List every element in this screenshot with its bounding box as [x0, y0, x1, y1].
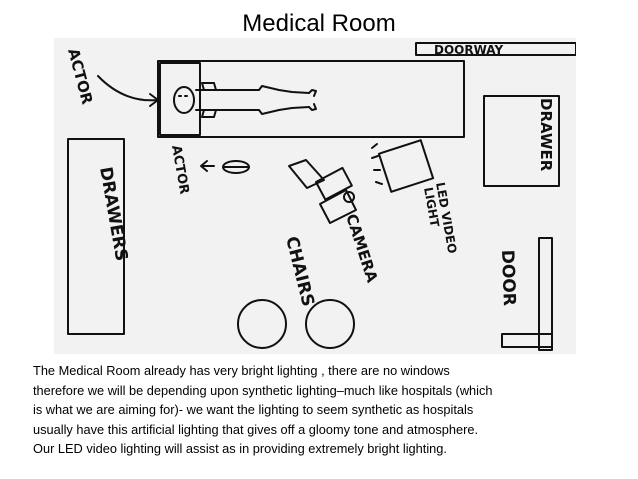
- caption-line: is what we are aiming for)- we want the …: [33, 402, 474, 417]
- camera-sketch: [288, 159, 357, 224]
- drawer-box: [483, 95, 560, 187]
- label-doorway: DOORWAY: [434, 43, 503, 57]
- slide-title: Medical Room: [242, 10, 396, 37]
- doorway-strip: [415, 42, 576, 56]
- head-box: [159, 62, 201, 136]
- room-floor-plan-sketch: ACTOR DOORWAY DRAWER ACTOR DRAWERS CAMER…: [54, 38, 576, 354]
- caption-text: The Medical Room already has very bright…: [33, 361, 613, 459]
- drawers-box: [67, 138, 125, 335]
- lying-actor-figure: [173, 82, 317, 118]
- chair-right: [305, 299, 355, 349]
- label-drawer: DRAWER: [537, 98, 555, 172]
- label-door: DOOR: [497, 249, 519, 306]
- led-video-light-sketch: [371, 139, 435, 193]
- chair-left: [237, 299, 287, 349]
- caption-line: The Medical Room already has very bright…: [33, 363, 450, 378]
- door-frame-vertical: [538, 237, 553, 351]
- door-frame-horizontal: [501, 333, 553, 348]
- caption-line: usually have this artificial lighting th…: [33, 421, 479, 437]
- caption-line: Our LED video lighting will assist as in…: [33, 441, 447, 456]
- caption-line: therefore we will be depending upon synt…: [33, 382, 493, 398]
- actor-arrow: [97, 75, 159, 102]
